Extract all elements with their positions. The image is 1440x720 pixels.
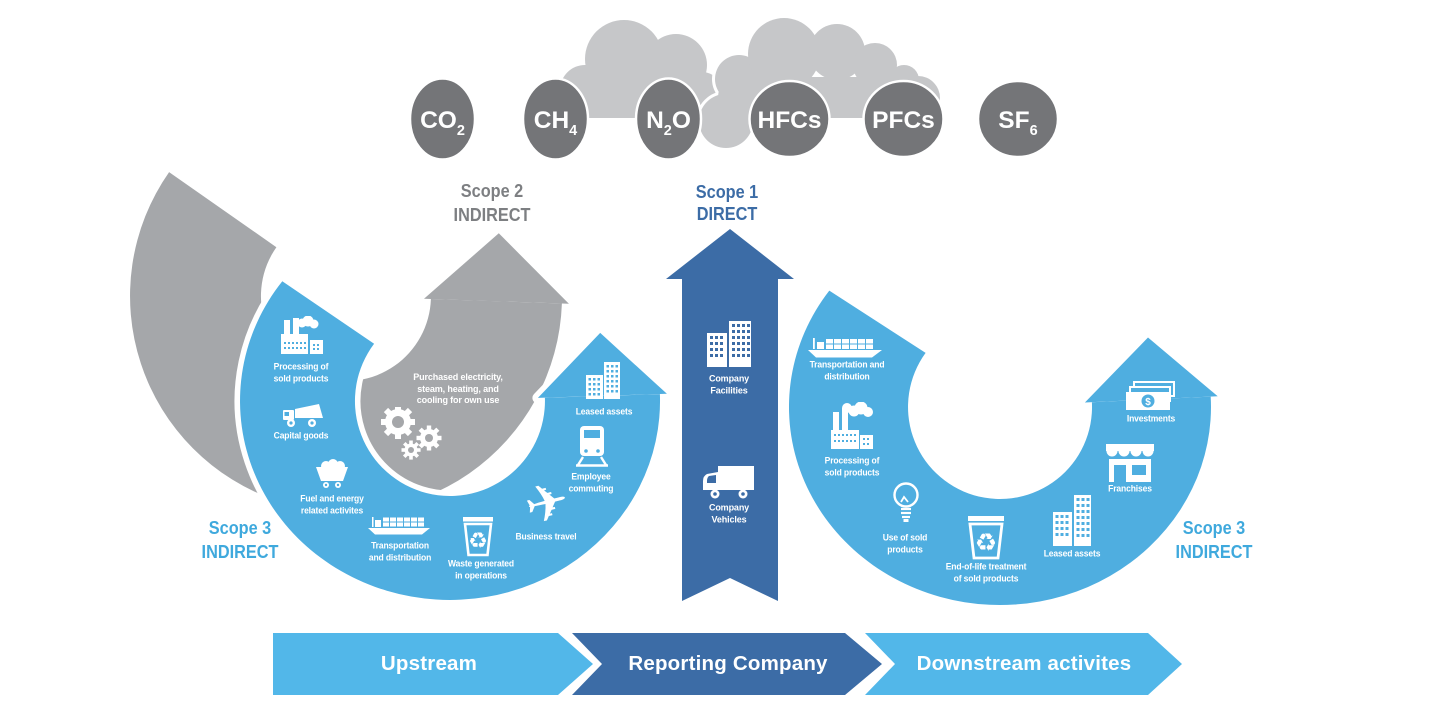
gas-ch4 [521, 77, 590, 161]
item-label: End-of-life treatment of sold products [945, 561, 1027, 584]
banner-reporting-shape [572, 633, 882, 695]
ship-icon [807, 336, 883, 358]
item-label: Leased assets [575, 406, 633, 417]
buildings-icon [585, 361, 621, 399]
lightbulb-icon [891, 481, 921, 529]
train-icon [575, 425, 609, 467]
factory-icon [281, 315, 323, 356]
money-icon: $ [1126, 381, 1178, 413]
scope3-left-subtitle: INDIRECT [201, 541, 279, 562]
item-label: Transportation and distribution [368, 540, 432, 563]
downstream-arc-shape [783, 285, 1224, 611]
scope2-subtitle: INDIRECT [453, 204, 531, 225]
scope2-title: Scope 2 [460, 180, 524, 201]
gas-pfcs [862, 79, 945, 159]
recycle-bin-icon: ♻ [964, 514, 1008, 560]
item-label: Capital goods [273, 430, 329, 441]
mine-cart-icon [314, 457, 350, 489]
svg-text:CO2: CO2 [420, 107, 465, 139]
item-label: Investments [1126, 413, 1176, 424]
gas-sf6 [976, 79, 1060, 159]
recycle-bin-icon: ♻ [460, 515, 496, 557]
svg-text:N2O: N2O [646, 107, 691, 139]
item-label: Leased assets [1043, 548, 1101, 559]
banner-arrows [273, 633, 1182, 695]
svg-text:SF6: SF6 [998, 107, 1037, 139]
scope1-title: Scope 1 [695, 181, 759, 202]
item-label: Use of sold products [882, 532, 928, 555]
scope2-arc-label: Purchased electricity, steam, heating, a… [413, 371, 503, 406]
gears-icon [381, 405, 443, 461]
company-vehicle-icon [702, 463, 756, 499]
item-label: Processing of sold products [824, 455, 880, 478]
banner-downstream-shape [865, 633, 1182, 695]
scope3-right-subtitle: INDIRECT [1175, 541, 1253, 562]
ship-icon [367, 515, 431, 535]
svg-text:♻: ♻ [468, 529, 488, 554]
item-label: Company Vehicles [708, 502, 750, 526]
scope3-left-title: Scope 3 [208, 517, 272, 538]
item-label: Company Facilities [708, 373, 750, 397]
svg-text:♻: ♻ [975, 528, 997, 557]
company-facilities-icon [706, 319, 752, 367]
svg-text:$: $ [1145, 397, 1151, 408]
item-label: Transportation and distribution [809, 359, 885, 382]
banner-upstream-label: Upstream [380, 652, 478, 675]
svg-text:PFCs: PFCs [872, 107, 935, 134]
gas-co2 [408, 77, 477, 161]
gas-hfcs [748, 79, 831, 159]
upstream-arc-shape [234, 275, 673, 606]
gas-n2o [634, 77, 703, 161]
item-label: Fuel and energy related activites [300, 493, 364, 516]
item-label: Waste generated in operations [448, 558, 514, 581]
gas-circles: CO2 CH4 N2O HFCs PFCs SF6 [408, 77, 1060, 161]
banner-upstream-shape [273, 633, 593, 695]
banner-reporting-label: Reporting Company [628, 652, 828, 675]
scope1-subtitle: DIRECT [696, 203, 758, 224]
svg-text:CH4: CH4 [534, 107, 577, 139]
truck-icon [282, 401, 324, 429]
banner-downstream-label: Downstream activites [916, 652, 1132, 675]
item-label: Business travel [515, 531, 577, 542]
storefront-icon [1105, 443, 1155, 483]
buildings-icon [1052, 494, 1092, 546]
svg-text:HFCs: HFCs [758, 107, 822, 134]
item-label: Franchises [1108, 483, 1152, 494]
scope1-arrow-shape [660, 223, 800, 607]
item-label: Employee commuting [568, 471, 614, 494]
item-label: Processing of sold products [273, 361, 329, 384]
scope3-right-title: Scope 3 [1182, 517, 1246, 538]
factory-icon [830, 401, 874, 450]
